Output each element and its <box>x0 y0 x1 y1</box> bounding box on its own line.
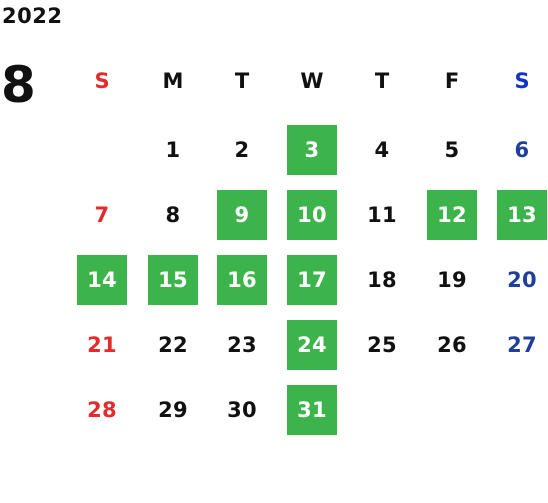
calendar-day-25[interactable]: 25 <box>367 333 397 357</box>
calendar-day-11[interactable]: 11 <box>367 203 397 227</box>
calendar-day-22[interactable]: 22 <box>158 333 188 357</box>
weekday-label: S <box>94 69 110 93</box>
calendar-day-31[interactable]: 31 <box>287 385 337 435</box>
weekday-label: F <box>444 69 460 93</box>
calendar-day-19[interactable]: 19 <box>437 268 467 292</box>
calendar-day-21[interactable]: 21 <box>87 333 117 357</box>
calendar-day-23[interactable]: 23 <box>227 333 257 357</box>
calendar-day-24[interactable]: 24 <box>287 320 337 370</box>
calendar-day-4[interactable]: 4 <box>374 138 390 162</box>
calendar-day-18[interactable]: 18 <box>367 268 397 292</box>
weekday-label: T <box>374 69 390 93</box>
weekday-label: T <box>234 69 250 93</box>
calendar-day-30[interactable]: 30 <box>227 398 257 422</box>
calendar-day-8[interactable]: 8 <box>165 203 181 227</box>
weekday-label: M <box>162 69 184 93</box>
calendar-day-10[interactable]: 10 <box>287 190 337 240</box>
month-number: 8 <box>1 56 36 114</box>
weekday-label: W <box>300 69 324 93</box>
calendar-day-20[interactable]: 20 <box>507 268 537 292</box>
calendar-day-9[interactable]: 9 <box>217 190 267 240</box>
calendar-day-13[interactable]: 13 <box>497 190 547 240</box>
calendar-day-14[interactable]: 14 <box>77 255 127 305</box>
calendar-day-5[interactable]: 5 <box>444 138 460 162</box>
year-label: 2022 <box>2 4 63 28</box>
calendar-day-2[interactable]: 2 <box>234 138 250 162</box>
calendar-day-27[interactable]: 27 <box>507 333 537 357</box>
calendar-day-26[interactable]: 26 <box>437 333 467 357</box>
calendar-day-3[interactable]: 3 <box>287 125 337 175</box>
calendar-day-12[interactable]: 12 <box>427 190 477 240</box>
calendar-day-15[interactable]: 15 <box>148 255 198 305</box>
calendar-day-6[interactable]: 6 <box>514 138 530 162</box>
calendar-day-1[interactable]: 1 <box>165 138 181 162</box>
calendar-day-29[interactable]: 29 <box>158 398 188 422</box>
calendar-day-7[interactable]: 7 <box>94 203 110 227</box>
calendar-day-28[interactable]: 28 <box>87 398 117 422</box>
calendar-day-16[interactable]: 16 <box>217 255 267 305</box>
weekday-label: S <box>514 69 530 93</box>
calendar-day-17[interactable]: 17 <box>287 255 337 305</box>
